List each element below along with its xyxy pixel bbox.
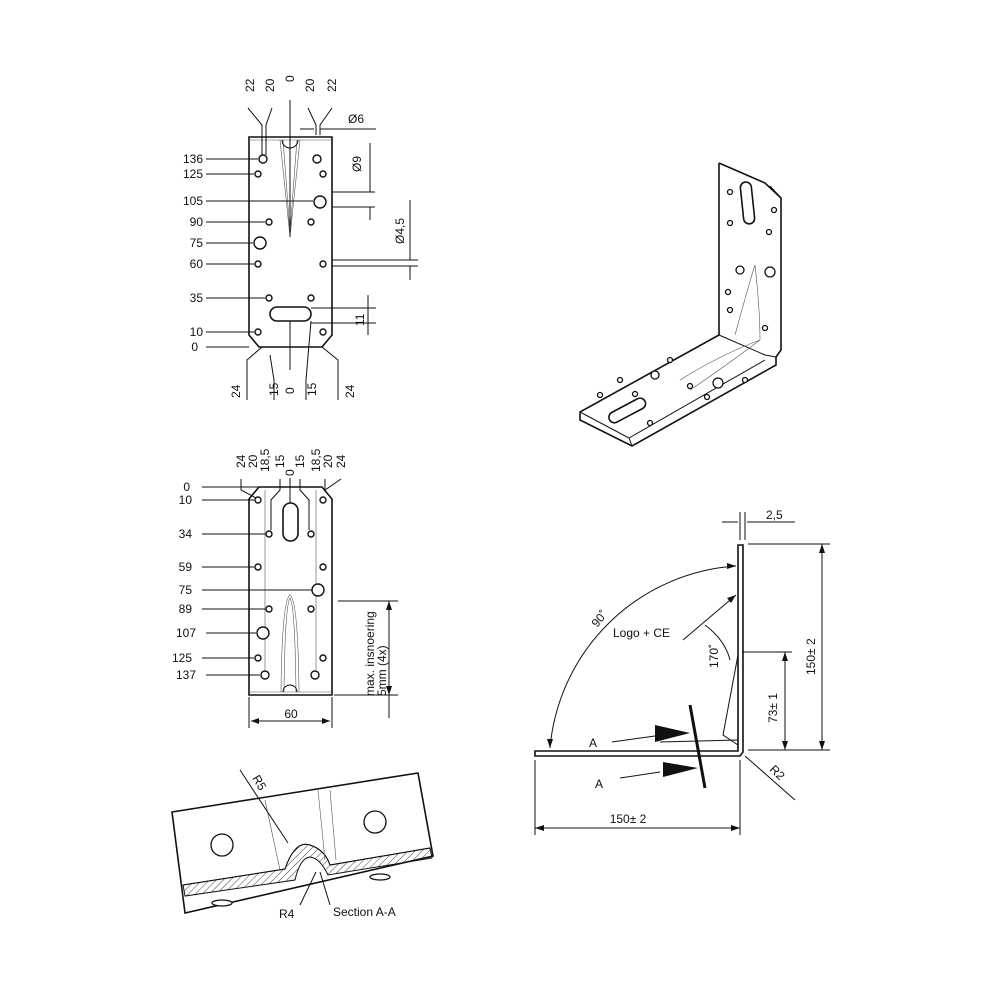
- thickness-label: 2,5: [766, 508, 783, 522]
- bottom-view-plate: 24 20 18,5 15 0 15 18,5 20 24 0 10 34 59…: [172, 448, 398, 728]
- bracket-isometric: [579, 162, 782, 447]
- bv-left-dim: 137: [176, 668, 196, 682]
- bv-top-dim: 15: [273, 454, 287, 468]
- rib-height-label: 73± 1: [766, 693, 780, 723]
- bottom-dim-4: 24: [343, 384, 357, 398]
- left-dim: 35: [190, 291, 204, 305]
- section-a-a: R5 R4 Section A-A: [171, 769, 434, 921]
- bottom-view-holes: [254, 496, 327, 680]
- bv-left-dim: 75: [179, 583, 193, 597]
- angle-label: 90˚: [589, 608, 611, 630]
- section-mark-a: A: [589, 736, 597, 750]
- left-dim: 0: [191, 340, 198, 354]
- hole-dia-4-5-label: Ø4,5: [393, 218, 407, 244]
- width-label: 60: [284, 707, 298, 721]
- rib-angle-label: 170˚: [707, 644, 721, 668]
- bv-left-dim: 10: [179, 493, 193, 507]
- section-mark-a: A: [595, 777, 603, 791]
- length-label: 150± 2: [610, 812, 647, 826]
- bv-top-dim: 18,5: [309, 448, 323, 472]
- bv-top-dim: 20: [321, 454, 335, 468]
- bottom-dim-0: 24: [229, 384, 243, 398]
- bottom-dim-1: 15: [267, 382, 281, 396]
- hole-dia-6-label: Ø6: [348, 112, 364, 126]
- bv-top-dim: 24: [334, 454, 348, 468]
- bv-top-dim: 24: [234, 454, 248, 468]
- top-view-plate: 22 20 0 20 22 24 15 0 15 24 136 125 105 …: [183, 75, 418, 400]
- left-dim: 90: [190, 215, 204, 229]
- inner-radius-label: R4: [279, 907, 295, 921]
- outer-radius-label: R5: [249, 773, 269, 794]
- bv-left-dim: 59: [179, 560, 193, 574]
- left-dim: 125: [183, 167, 203, 181]
- bv-top-dim: 18,5: [258, 448, 272, 472]
- slot-height-label: 11: [353, 313, 367, 326]
- note-line-2: 5mm (4x): [375, 645, 389, 696]
- left-dim: 75: [190, 236, 204, 250]
- top-dim-4: 22: [325, 78, 339, 92]
- height-label: 150± 2: [804, 638, 818, 675]
- hole-dia-9-label: Ø9: [350, 156, 364, 172]
- bv-top-dim: 0: [283, 469, 297, 476]
- top-dim-1: 20: [263, 78, 277, 92]
- bv-left-dim: 107: [176, 626, 196, 640]
- note-line-1: max. insnoering: [363, 611, 377, 696]
- left-dim: 105: [183, 194, 203, 208]
- top-dim-3: 20: [303, 78, 317, 92]
- left-dim: 60: [190, 257, 204, 271]
- section-title: Section A-A: [333, 905, 396, 919]
- bv-left-dim: 0: [183, 480, 190, 494]
- bv-left-dim: 89: [179, 602, 193, 616]
- bv-top-dim: 20: [246, 454, 260, 468]
- bv-left-dim: 34: [179, 527, 193, 541]
- top-dim-2: 0: [283, 75, 297, 82]
- side-view: 2,5 150± 2 73± 1 170˚ 90˚ Logo + CE A A …: [534, 508, 830, 835]
- radius-label: R2: [767, 762, 788, 783]
- left-dim: 136: [183, 152, 203, 166]
- bottom-dim-3: 15: [305, 382, 319, 396]
- bottom-dim-2: 0: [283, 387, 297, 394]
- left-dim: 10: [190, 325, 204, 339]
- top-view-holes: [253, 154, 327, 336]
- top-dim-0: 22: [243, 78, 257, 92]
- bv-top-dim: 15: [293, 454, 307, 468]
- bv-left-dim: 125: [172, 651, 192, 665]
- logo-ce-label: Logo + CE: [613, 626, 670, 640]
